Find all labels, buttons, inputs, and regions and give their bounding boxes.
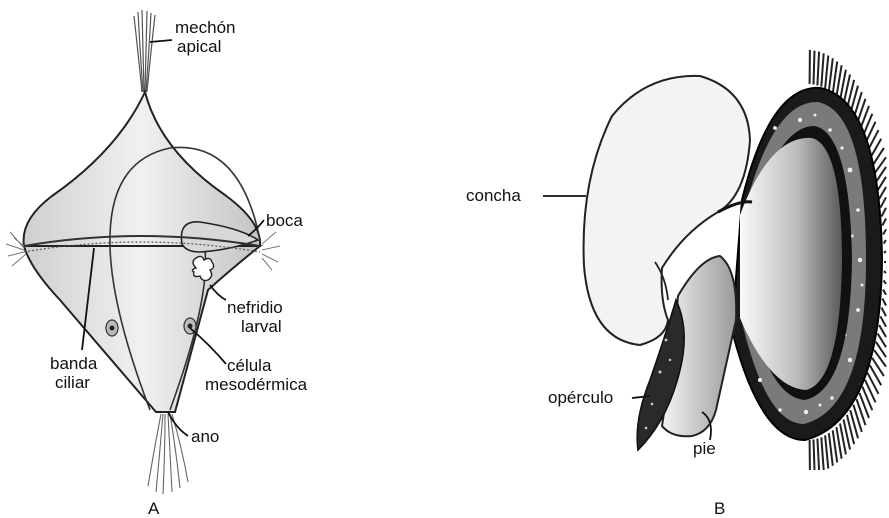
velum-cilium — [880, 316, 886, 326]
label-celula-line1: célula — [227, 356, 272, 375]
velum-cilium — [883, 290, 886, 295]
panel-a: mechón apical boca nefridio larval banda… — [6, 10, 308, 518]
leader-ano — [168, 412, 188, 436]
velum-cilium — [814, 51, 815, 85]
velum-cilium — [821, 53, 823, 86]
velum-cilium — [882, 219, 886, 226]
label-boca: boca — [266, 211, 303, 230]
apical-tuft — [134, 10, 155, 92]
label-pie: pie — [693, 439, 716, 458]
label-banda-line1: banda — [50, 354, 98, 373]
larval-nephridium-shape — [192, 256, 213, 280]
velum-cilium — [825, 56, 828, 89]
label-banda-line2: ciliar — [55, 373, 90, 392]
larva-episphere — [24, 92, 261, 246]
velum-cilium — [829, 433, 833, 466]
velum-cilium — [884, 271, 886, 273]
label-ano: ano — [191, 427, 219, 446]
velum-cilium — [882, 208, 887, 217]
label-operculo: opérculo — [548, 388, 613, 407]
velum-cilium — [817, 52, 819, 86]
leader-celula — [190, 328, 226, 364]
velum-cilium — [883, 229, 886, 234]
velum-cilium — [821, 437, 823, 470]
velum-cilium — [833, 430, 838, 462]
panel-letter-b: B — [714, 499, 725, 518]
velum-cilium — [882, 308, 887, 317]
label-celula-line2: mesodérmica — [205, 375, 308, 394]
velum-cilium — [884, 240, 886, 244]
leader-nefridio — [210, 285, 226, 300]
panel-b: concha opérculo pie B — [466, 50, 886, 518]
label-mechon-line1: mechón — [175, 18, 235, 37]
velum-cilium — [829, 58, 833, 91]
leader-mechon — [150, 40, 172, 42]
velum-cilium — [882, 299, 886, 306]
label-concha: concha — [466, 186, 521, 205]
mesodermal-cell-left — [106, 320, 118, 336]
velum-cilium — [817, 439, 819, 470]
anal-tuft — [148, 414, 188, 494]
velum-cilium — [884, 251, 886, 253]
panel-letter-a: A — [148, 499, 160, 518]
label-mechon-line2: apical — [177, 37, 221, 56]
label-nefridio-line1: nefridio — [227, 298, 283, 317]
velum-cilium — [814, 440, 815, 471]
velum-cilium — [833, 62, 838, 94]
velum-cilium — [880, 197, 886, 207]
label-nefridio-line2: larval — [241, 317, 282, 336]
velum-cilium — [825, 435, 828, 468]
velum-cilium — [884, 280, 886, 284]
